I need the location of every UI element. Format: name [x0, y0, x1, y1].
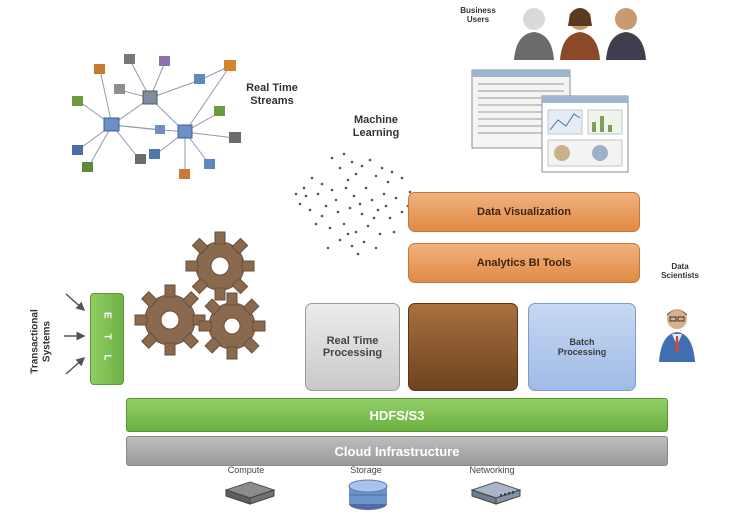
machine-learning-label: Machine Learning — [352, 114, 400, 139]
machine-learning-scatter-icon — [294, 152, 412, 256]
etl-label: E T L — [101, 311, 113, 367]
data-visualization-label: Data Visualization — [477, 206, 571, 218]
business-users-label: Business Users — [460, 6, 496, 25]
middle-processing-box — [408, 303, 518, 391]
batch-processing-label: Batch Processing — [557, 337, 607, 357]
storage-icon — [348, 479, 388, 510]
person-icon — [560, 8, 600, 60]
dashboard-screenshots-icon — [471, 69, 629, 173]
etl-box: E T L — [90, 293, 124, 385]
hdfs-s3-label: HDFS/S3 — [369, 407, 425, 423]
networking-icon — [470, 481, 522, 505]
data-scientist-icon — [659, 309, 695, 362]
transactional-systems-label: Transactional Systems — [29, 309, 53, 374]
storage-label: Storage — [350, 465, 382, 475]
analytics-bi-tools-box: Analytics BI Tools — [408, 243, 640, 283]
cloud-infrastructure-label: Cloud Infrastructure — [334, 443, 460, 459]
analytics-bi-tools-label: Analytics BI Tools — [476, 257, 572, 269]
networking-label: Networking — [469, 465, 515, 475]
person-icon — [606, 8, 646, 60]
batch-processing-box: Batch Processing — [528, 303, 636, 391]
compute-icon — [224, 481, 276, 505]
arrows-icon — [64, 293, 86, 375]
hdfs-s3-bar: HDFS/S3 — [126, 398, 668, 432]
real-time-streams-label: Real Time Streams — [246, 82, 298, 107]
real-time-processing-box: Real Time Processing — [305, 303, 400, 391]
person-icon — [514, 8, 554, 60]
cloud-infrastructure-bar: Cloud Infrastructure — [126, 436, 668, 466]
data-visualization-box: Data Visualization — [408, 192, 640, 232]
data-scientists-label: Data Scientists — [661, 262, 699, 281]
real-time-streams-network-icon — [72, 54, 241, 179]
compute-label: Compute — [227, 465, 265, 475]
real-time-processing-label: Real Time Processing — [322, 335, 383, 359]
gears-icon — [134, 231, 266, 360]
business-users-icon — [514, 8, 646, 60]
